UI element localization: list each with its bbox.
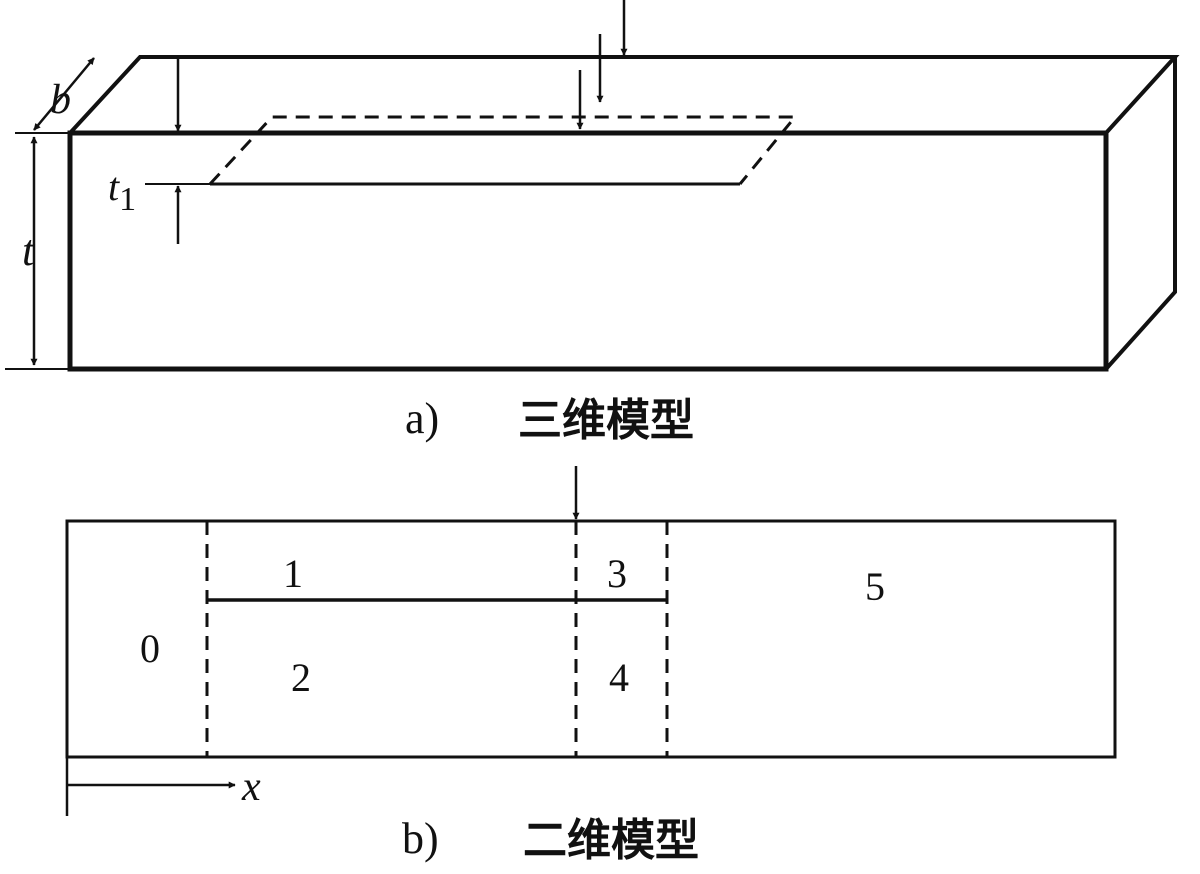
beam-2d-outline <box>65 519 1117 759</box>
beam-front-face <box>67 130 1109 372</box>
caption-b-letter: b) <box>402 814 439 863</box>
label-t1-main: t <box>108 164 120 209</box>
region-label-3: 3 <box>607 551 627 596</box>
caption-a-title: 三维模型 <box>518 395 694 446</box>
model-2d: 0 1 2 3 4 5 x b) 二维模型 <box>65 466 1117 866</box>
region-label-2: 2 <box>291 655 311 700</box>
beam-top-face <box>68 55 1180 135</box>
region-label-1: 1 <box>283 551 303 596</box>
model-3d: t b t1 a) 三维模型 <box>5 0 1180 446</box>
dim-b-arrow <box>33 57 95 131</box>
label-b: b <box>50 77 71 123</box>
region-label-0: 0 <box>140 626 160 671</box>
caption-b-title: 二维模型 <box>523 815 699 866</box>
region-label-5: 5 <box>865 564 885 609</box>
label-t1: t1 <box>108 164 136 218</box>
label-t: t <box>22 226 36 275</box>
caption-a-letter: a) <box>405 394 439 443</box>
region-label-4: 4 <box>609 655 629 700</box>
label-t1-sub: 1 <box>119 181 136 218</box>
x-axis-label: x <box>241 764 261 810</box>
crack-dashed-edges <box>208 115 799 186</box>
beam-right-face <box>1104 57 1177 371</box>
